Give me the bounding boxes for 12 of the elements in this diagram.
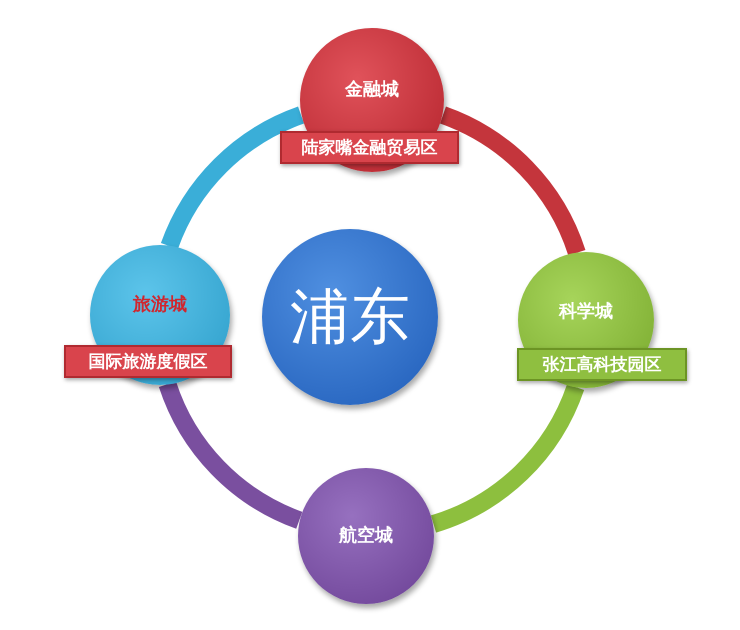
ring-arc [161, 106, 305, 250]
circle-title: 旅游城 [132, 294, 188, 316]
ring-arc [440, 106, 586, 256]
ring-arc [430, 384, 584, 532]
circle-title: 金融城 [344, 79, 400, 101]
label-banner: 陆家嘴金融贸易区 [280, 131, 459, 164]
label-banner: 国际旅游度假区 [64, 345, 232, 378]
circle-title: 科学城 [558, 301, 614, 323]
circle-title: 航空城 [338, 525, 394, 547]
circle-title: 浦东 [289, 281, 411, 353]
label-banner: 张江高科技园区 [517, 348, 687, 381]
ring-arc [159, 380, 303, 529]
